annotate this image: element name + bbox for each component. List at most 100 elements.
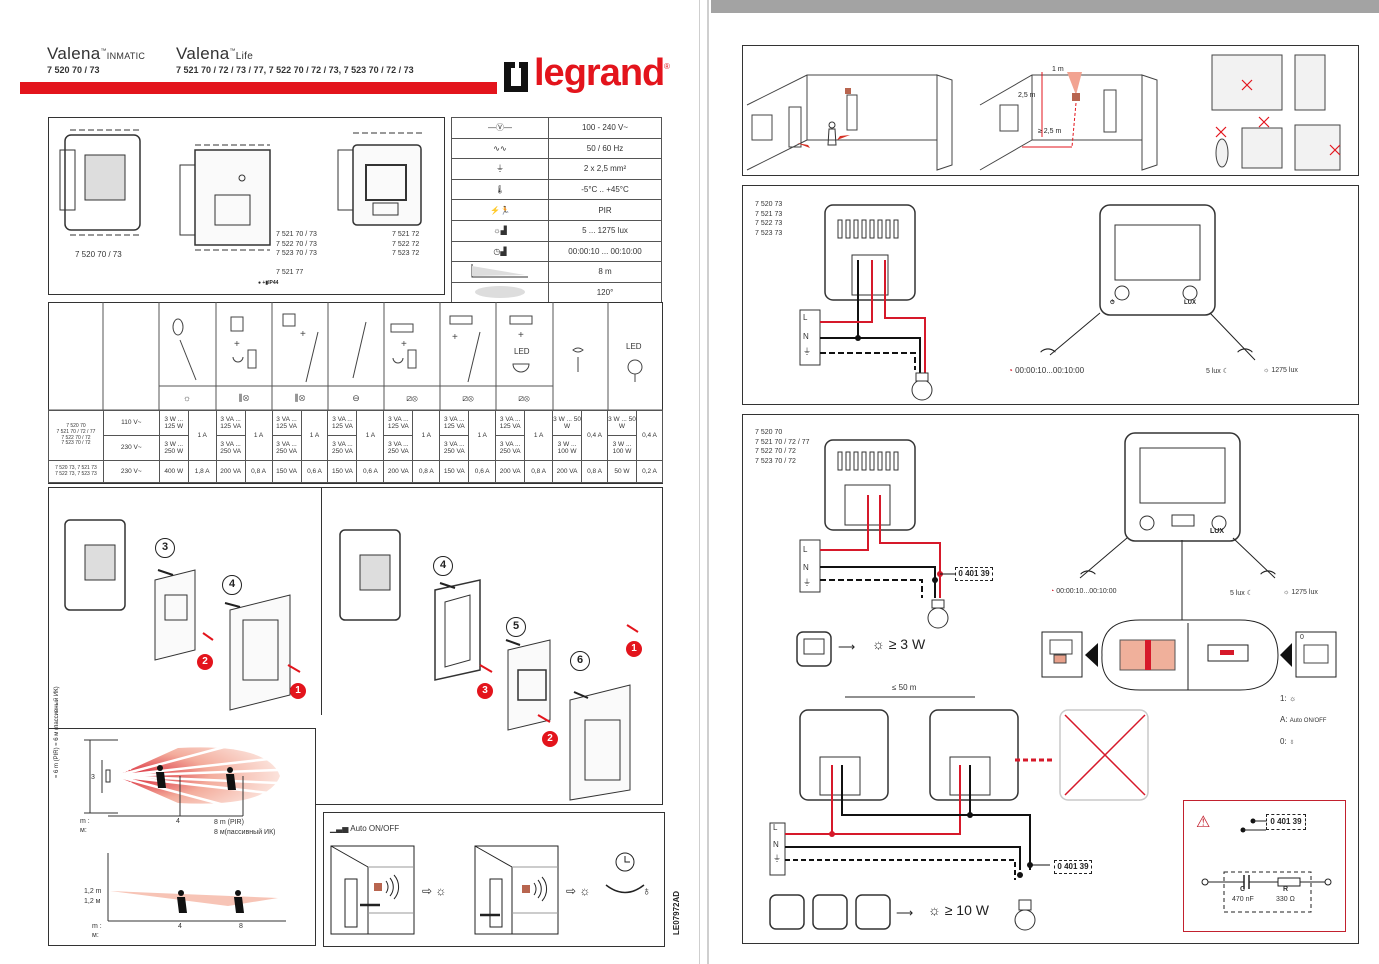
ground-icon: ⏚ xyxy=(803,578,811,587)
rc-circuit-diagram xyxy=(1201,818,1332,913)
specifications-table: —Ⓥ—100 - 240 V~ ∿∿50 / 60 Hz ⏚2 x 2,5 mm… xyxy=(451,117,662,304)
position-key: A: xyxy=(1280,715,1288,724)
load-cell: 3 VA ... 125 VA xyxy=(383,410,414,436)
lux-dial-label: LUX xyxy=(1210,528,1224,535)
spec-row: ☼▟5 ... 1275 lux xyxy=(451,219,662,242)
placement-height-label: 2,5 m xyxy=(1018,92,1036,99)
lux-max-value: 1275 lux xyxy=(1271,367,1298,374)
mechanism-inmatic-image xyxy=(59,129,141,236)
product-refs-inmatic: 7 520 70 / 73 xyxy=(47,65,100,75)
spec-row: ∿∿50 / 60 Hz xyxy=(451,137,662,160)
height-pir: ≈ 6 m (PIR) xyxy=(54,747,60,778)
side-height-en: 1,2 m xyxy=(84,888,102,895)
svg-text:+: + xyxy=(452,332,458,343)
capacitor-label: C xyxy=(1240,886,1246,893)
height-ru: ≈ 6 м xyxy=(54,731,60,746)
current-cell: 1,8 A xyxy=(187,460,217,483)
sun-icon: ☼ xyxy=(1263,367,1272,374)
spec-row: —Ⓥ—100 - 240 V~ xyxy=(451,117,662,139)
min-load-value: ≥ 3 W xyxy=(888,636,926,652)
arrow-icon: ⟶ xyxy=(896,906,914,920)
product2-variant-ref: 7 521 77 xyxy=(276,269,304,276)
axis-unit-en: m : xyxy=(80,818,90,825)
distance-mark-4: 4 xyxy=(176,818,180,825)
lux-min: 5 lux ☾ xyxy=(1206,367,1229,375)
terminal-L: L xyxy=(773,823,778,832)
product-ref: 7 521 70 / 72 / 77 xyxy=(755,438,810,446)
bulb-off-icon: ♁ xyxy=(1288,737,1295,746)
multi-sensor-wiring-diagram xyxy=(769,696,1149,931)
load-cell: 3 VA ... 125 VA xyxy=(495,410,526,436)
product-ref: 7 521 70 / 73 xyxy=(276,231,317,238)
load-cell: 3 W ... 50 W xyxy=(607,410,637,436)
registered-mark: ® xyxy=(664,62,670,71)
bulb-on-icon: ☼ xyxy=(1288,694,1297,703)
distance-mark-8-pir: 8 m (PIR) xyxy=(214,819,244,826)
current-cell: 1 A xyxy=(356,410,385,461)
step-red-2: 2 xyxy=(197,654,213,670)
current-cell: 0,8 A xyxy=(412,460,441,483)
min-load-single: ☼ ≥ 3 W xyxy=(872,636,925,652)
load-cell: 3 W ... 250 W xyxy=(158,435,189,461)
spec-value: 8 m xyxy=(548,261,662,283)
wiring-3wire-diagram xyxy=(799,204,933,401)
product2-refs: 7 521 70 / 73 7 522 70 / 73 7 523 70 / 7… xyxy=(276,230,317,259)
lux-max: ☼ 1275 lux xyxy=(1283,589,1318,596)
max-distance-label: ≤ 50 m xyxy=(892,683,917,692)
spec-row: 120° xyxy=(451,281,662,304)
placement-distance-label: ≥ 2,5 m xyxy=(1038,128,1062,135)
wiring-2wire-diagram xyxy=(799,439,955,629)
auto-mode-label: Auto ON/OFF xyxy=(350,824,400,833)
rotate-arrow-icon[interactable]: ⌒ xyxy=(1237,349,1254,366)
rotate-arrow-icon[interactable]: ⌒ xyxy=(1260,571,1277,588)
product-ref: 7 521 72 xyxy=(392,231,420,238)
axis-unit-ru: м: xyxy=(80,827,87,834)
side-mark-8: 8 xyxy=(239,923,243,930)
wiring-3wire-refs: 7 520 73 7 521 73 7 522 73 7 523 73 xyxy=(755,200,782,238)
product-ref: 7 520 70 xyxy=(755,429,783,436)
timer-range-value: 00:00:10...00:10:00 xyxy=(1015,366,1085,375)
load-cell: 200 VA xyxy=(495,460,526,483)
ground-icon: ⏚ xyxy=(803,347,811,356)
angle-icon xyxy=(451,281,549,304)
ref: 7 521 70 / 72 / 77 xyxy=(56,428,96,435)
step-5: 5 xyxy=(506,617,526,637)
lux-max-value: 1275 lux xyxy=(1291,589,1318,596)
auto-label: Auto ON/OFF xyxy=(1289,718,1327,724)
step-red-2: 2 xyxy=(542,731,558,747)
load-cell: 3 VA ... 250 VA xyxy=(327,435,358,461)
legrand-logo-text: legrand xyxy=(534,52,665,94)
lux-min-value: 5 lux xyxy=(1206,368,1221,375)
position-key: 0: xyxy=(1280,737,1287,746)
timer-setting-icon: ◷▟ xyxy=(451,240,549,263)
ref: 7 522 70 / 72 xyxy=(61,434,91,441)
rotate-arrow-icon[interactable]: ⌒ xyxy=(1040,349,1057,366)
product-ref: 7 523 70 / 72 xyxy=(755,457,796,465)
frequency-icon: ∿∿ xyxy=(451,137,549,160)
load-cell: 3 VA ... 125 VA xyxy=(215,410,246,436)
voltage-cell: 230 V~ xyxy=(102,460,160,483)
switch-position-1: 1: ☼ xyxy=(1280,694,1296,703)
load-cell: 3 W ... 100 W xyxy=(607,435,637,461)
switch-zero-label: 0 xyxy=(1300,634,1304,641)
load-cell: 3 VA ... 125 VA xyxy=(271,410,302,436)
right-page-top-bar xyxy=(711,0,1379,13)
thermometer-icon: 🌡 xyxy=(451,178,549,201)
spec-row: ⚡🏃PIR xyxy=(451,199,662,221)
product-name: Valena xyxy=(176,44,230,63)
terminal-N: N xyxy=(773,840,779,849)
current-cell: 1 A xyxy=(412,410,441,461)
product-ref: 7 522 73 xyxy=(755,220,783,227)
trademark: ™ xyxy=(229,48,236,55)
rotate-arrow-icon[interactable]: ⌒ xyxy=(1080,571,1097,588)
ref: 7 523 70 / 72 xyxy=(61,440,91,447)
detection-zone-diagram xyxy=(84,739,286,922)
distance-mark-8-ru: 8 м(пассивный ИК) xyxy=(214,829,276,836)
auto-mode-header: ▁▃▅ Auto ON/OFF xyxy=(330,824,399,833)
current-cell: 0,8 A xyxy=(524,460,554,483)
spec-value: 100 - 240 V~ xyxy=(548,117,662,139)
current-cell: 0,8 A xyxy=(581,460,608,483)
fluorescent-symbol-icon: ⊖ xyxy=(352,393,360,403)
ip-rating: IP44 xyxy=(268,280,279,286)
load-cell: 3 VA ... 250 VA xyxy=(495,435,526,461)
